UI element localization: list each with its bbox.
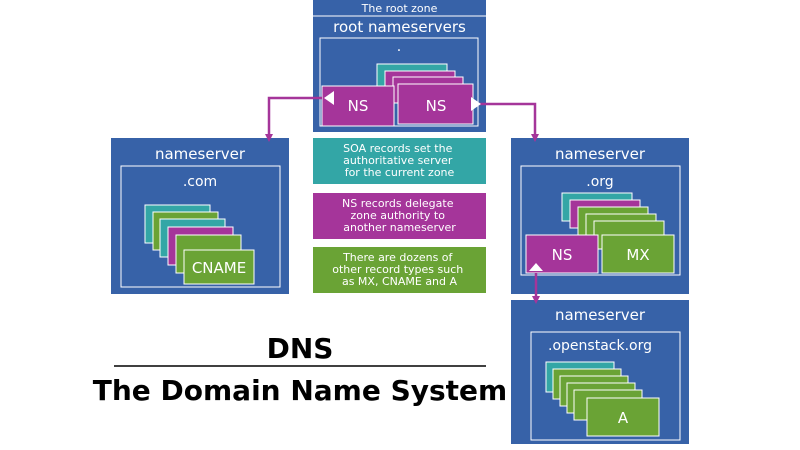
com-nameserver-title: nameserver [155,145,246,163]
legend-ns-line-3: another nameserver [343,221,456,234]
openstack-record-stack: A [545,361,660,437]
com-nameserver-panel: nameserver .com CNAME [111,138,289,294]
org-ns-label: NS [552,246,573,264]
org-mx-label: MX [626,246,649,264]
root-ns-left-chevron-icon [324,91,334,105]
legend-other-line-1: There are dozens of [342,251,453,264]
root-ns-right-chevron-icon [471,97,481,111]
legend-ns-line-1: NS records delegate [342,197,454,210]
legend-soa-text: SOA records set the authoritative server… [343,142,456,179]
legend-other-box [313,247,486,293]
legend-other-line-2: other record types such [332,263,463,276]
delegation-arrows [265,91,543,304]
diagram-title: DNS [267,332,334,365]
root-zone-label: The root zone [361,2,438,15]
root-nameservers-title: root nameservers [333,18,466,36]
legend-other-line-3: as MX, CNAME and A [342,275,458,288]
legend-soa-line-3: for the current zone [345,166,455,179]
diagram-subtitle: The Domain Name System [93,374,507,407]
legend-ns-box [313,193,486,239]
org-zone-label: .org [586,174,613,190]
legend-ns-line-2: zone authority to [351,209,446,222]
org-mx-record [601,234,675,274]
root-zone-frame [319,37,479,127]
org-zone-frame [520,165,681,276]
com-zone-frame [120,165,281,288]
legend-other-text: There are dozens of other record types s… [332,251,466,288]
openstack-zone-label: .openstack.org [548,338,652,354]
legend: SOA records set the authoritative server… [313,138,486,293]
org-record-stack: NS MX [525,192,675,274]
com-cname-record [183,249,255,285]
com-record-stack: CNAME [144,204,255,285]
root-zone-panel: The root zone root nameservers . NS NS [313,0,486,132]
org-nameserver-title: nameserver [555,145,646,163]
openstack-a-record [586,397,660,437]
org-nameserver-panel: nameserver .org NS MX [511,138,689,294]
legend-ns-text: NS records delegate zone authority to an… [342,197,457,234]
legend-soa-box [313,138,486,184]
legend-soa-line-2: authoritative server [343,154,453,167]
root-to-org-arrow [473,102,539,142]
openstack-zone-frame [530,331,681,441]
root-ns-right-label: NS [426,97,447,115]
root-zone-dot: . [397,39,401,55]
com-cname-label: CNAME [192,259,246,277]
legend-soa-line-1: SOA records set the [343,142,452,155]
openstack-nameserver-title: nameserver [555,306,646,324]
root-to-com-arrow [265,96,322,142]
root-ns-left-label: NS [348,97,369,115]
openstack-a-label: A [618,409,629,427]
org-ns-down-chevron-icon [529,263,543,271]
diagram-title-block: DNS The Domain Name System [93,332,507,407]
com-zone-label: .com [183,174,217,190]
openstack-nameserver-panel: nameserver .openstack.org A [511,300,689,444]
